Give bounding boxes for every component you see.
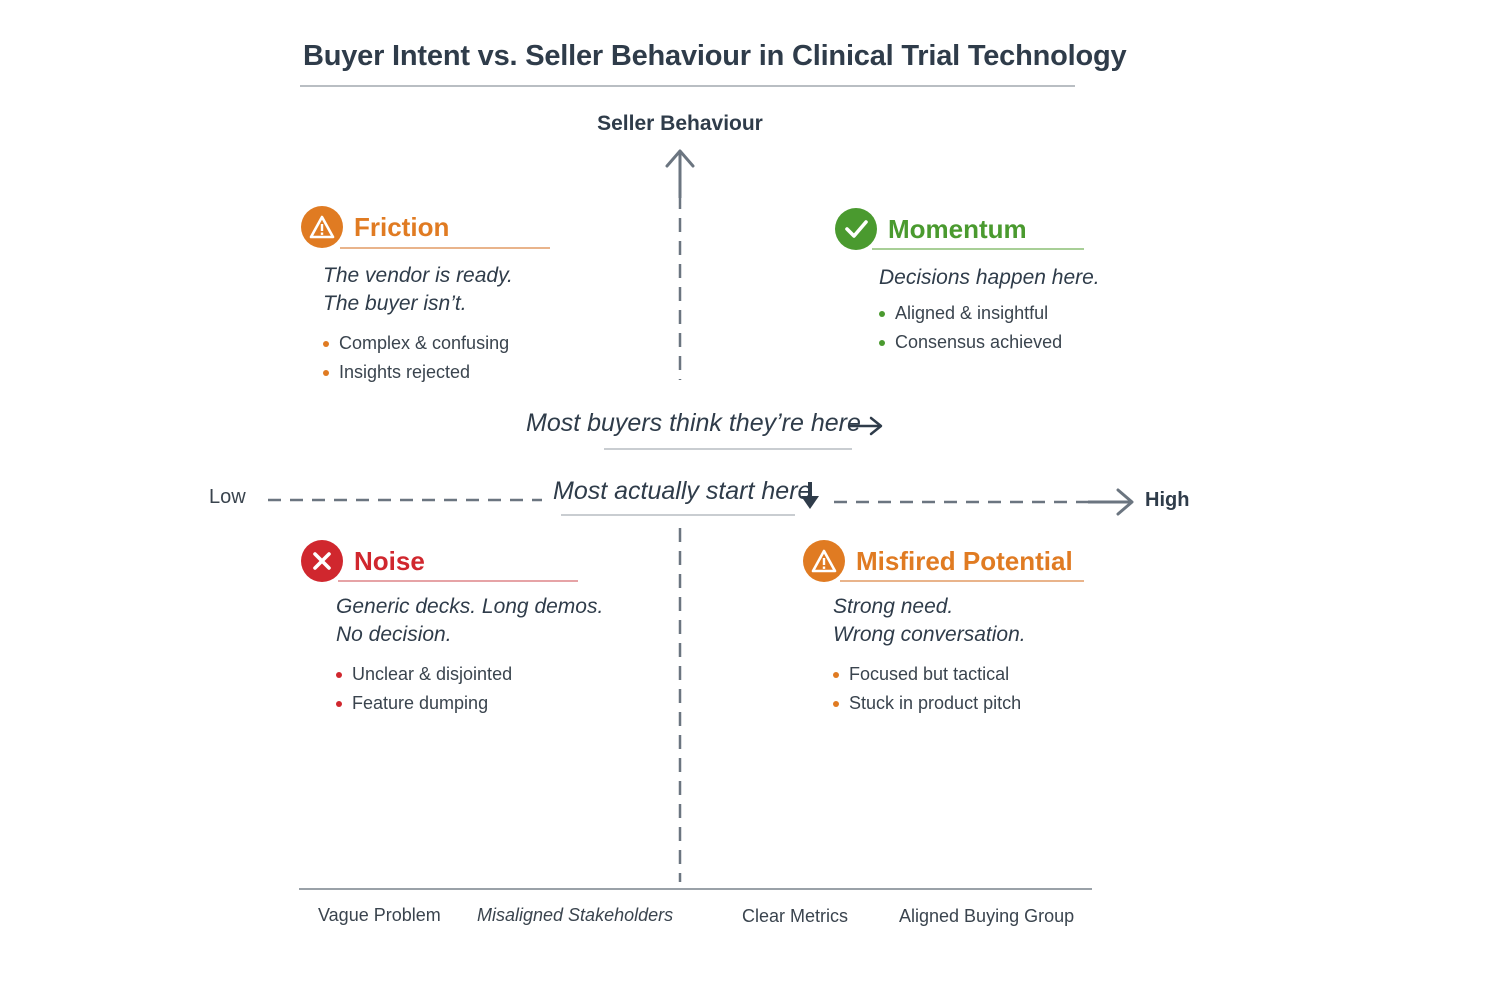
warning-icon [803,540,845,582]
misfired-bullets: Focused but tactical Stuck in product pi… [833,660,1026,718]
misfired-tagline-1: Strong need. [833,595,954,618]
misfired-header: Misfired Potential [803,540,1073,582]
quadrant-noise: Noise [301,540,425,582]
momentum-header: Momentum [835,208,1027,250]
bullet-text: Complex & confusing [339,333,510,353]
noise-divider [338,580,578,582]
noise-tagline-1: Generic decks. Long demos. [336,595,604,618]
y-axis-label: Seller Behaviour [597,112,763,135]
momentum-body: Decisions happen here. Aligned & insight… [879,264,1100,357]
bullet-text: Aligned & insightful [895,303,1049,323]
bullet-text: Unclear & disjointed [352,664,513,684]
bullet-text: Consensus achieved [895,332,1063,352]
page-title: Buyer Intent vs. Seller Behaviour in Cli… [303,40,1127,72]
think-note-divider [604,448,852,450]
x-category-vague-problem: Vague Problem [318,905,441,925]
momentum-title: Momentum [888,213,1027,244]
list-item: Focused but tactical [833,660,1026,689]
title-divider [300,85,1075,87]
bullet-dot [336,700,342,707]
start-note: Most actually start here [553,477,812,505]
quadrant-momentum: Momentum [835,208,1027,250]
momentum-divider [872,248,1084,250]
misfired-tagline-2: Wrong conversation. [833,623,1026,646]
noise-tagline-2: No decision. [336,623,452,646]
momentum-tagline-1: Decisions happen here. [879,266,1100,289]
misfired-divider [840,580,1084,582]
friction-tagline-2: The buyer isn’t. [323,292,467,315]
friction-title: Friction [354,211,450,242]
list-item: Stuck in product pitch [833,689,1026,718]
list-item: Consensus achieved [879,328,1100,357]
noise-bullets: Unclear & disjointed Feature dumping [336,660,603,718]
bullet-dot [879,339,885,346]
list-item: Aligned & insightful [879,299,1100,328]
x-axis-arrow-head [1116,488,1134,516]
misfired-title: Misfired Potential [856,545,1073,576]
list-item: Unclear & disjointed [336,660,603,689]
quadrant-friction: Friction [301,206,449,248]
noise-title: Noise [354,545,425,576]
check-icon [835,208,877,250]
friction-tagline-1: The vendor is ready. [323,264,513,287]
friction-header: Friction [301,206,449,248]
think-arrow-head [869,416,883,436]
friction-body: The vendor is ready. The buyer isn’t. Co… [323,262,513,387]
bullet-dot [879,310,885,317]
bullet-dot [323,369,329,376]
start-note-divider [561,514,795,516]
friction-bullets: Complex & confusing Insights rejected [323,329,513,387]
x-icon [301,540,343,582]
list-item: Complex & confusing [323,329,513,358]
x-category-aligned-buying-group: Aligned Buying Group [899,906,1075,926]
bullet-dot [833,700,839,707]
x-axis-low-label: Low [209,486,246,508]
bullet-text: Focused but tactical [849,664,1010,684]
x-axis-high-label: High [1145,489,1190,511]
bullet-dot [336,671,342,678]
bullet-text: Stuck in product pitch [849,693,1022,713]
list-item: Insights rejected [323,358,513,387]
bottom-baseline [299,888,1092,890]
noise-header: Noise [301,540,425,582]
think-note: Most buyers think they’re here [526,409,861,437]
bullet-dot [323,340,329,347]
bullet-dot [833,671,839,678]
friction-divider [340,247,550,249]
momentum-bullets: Aligned & insightful Consensus achieved [879,299,1100,357]
y-axis-arrow-head [665,149,695,168]
warning-icon [301,206,343,248]
bullet-text: Insights rejected [339,362,471,382]
noise-body: Generic decks. Long demos. No decision. … [336,593,603,718]
list-item: Feature dumping [336,689,603,718]
x-category-clear-metrics: Clear Metrics [742,906,849,926]
misfired-body: Strong need. Wrong conversation. Focused… [833,593,1026,718]
x-category-misaligned-stakeholders: Misaligned Stakeholders [477,905,674,925]
bullet-text: Feature dumping [352,693,489,713]
quadrant-misfired: Misfired Potential [803,540,1073,582]
start-arrow-head [801,496,819,509]
